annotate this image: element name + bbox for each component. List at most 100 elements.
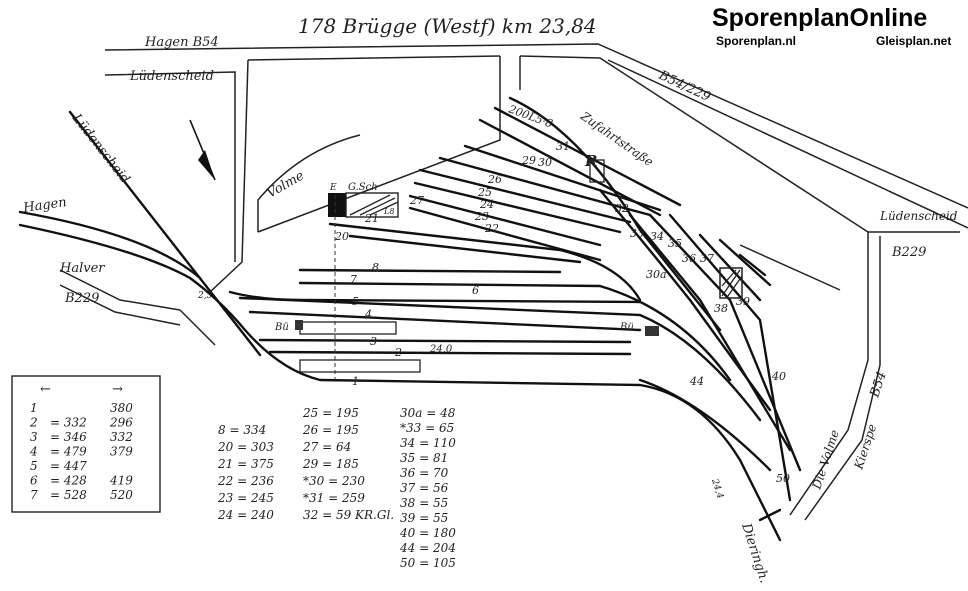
label-dieringh: Dieringh. bbox=[738, 521, 772, 585]
label-hagen-b54: Hagen B54 bbox=[144, 35, 219, 50]
track-number-22: 22 bbox=[484, 222, 499, 235]
length-entry-24: 24 = 240 bbox=[217, 508, 274, 522]
track-number-20: 20 bbox=[334, 230, 349, 243]
platform-bu bbox=[299, 321, 397, 335]
track-number-38: 38 bbox=[714, 302, 728, 315]
track-number-26: 26 bbox=[487, 173, 502, 186]
length-entry-30: *30 = 230 bbox=[303, 474, 365, 488]
track-number-30: 30 bbox=[538, 156, 552, 169]
track-number-2: 2 bbox=[394, 346, 402, 359]
table-track: 4 bbox=[29, 445, 38, 459]
length-entry-39: 39 = 55 bbox=[400, 511, 448, 525]
table-track: 1 bbox=[30, 401, 38, 415]
length-entry-35: 35 = 81 bbox=[400, 451, 448, 465]
track-number-21: 21 bbox=[364, 212, 379, 225]
table-track: 5 bbox=[30, 459, 38, 473]
length-entry-21: 21 = 375 bbox=[217, 457, 274, 471]
table-left-value: = 346 bbox=[50, 430, 87, 444]
length-entry-30a: 30a = 48 bbox=[400, 406, 456, 420]
track-number-3: 3 bbox=[370, 335, 377, 348]
table-track: 2 bbox=[29, 416, 38, 430]
length-entry-8: 8 = 334 bbox=[218, 423, 266, 437]
table-right-value: 419 bbox=[109, 474, 133, 488]
track-number-33: 33 bbox=[630, 227, 644, 240]
length-table-box bbox=[11, 375, 161, 513]
label-gsch: G.Sch bbox=[348, 182, 378, 193]
label-volme-right: Die Volme bbox=[809, 428, 842, 492]
length-entry-40: 40 = 180 bbox=[399, 526, 456, 540]
table-left-value: = 528 bbox=[50, 488, 87, 502]
table-header-right: → bbox=[112, 382, 123, 397]
length-entry-44: 44 = 204 bbox=[399, 541, 456, 555]
length-entry-29: 29 = 185 bbox=[302, 457, 359, 471]
table-left-value: = 447 bbox=[50, 459, 87, 473]
track-number-37: 37 bbox=[700, 252, 714, 265]
track-number-34: 34 bbox=[650, 230, 664, 243]
length-entry-20: 20 = 303 bbox=[217, 440, 274, 454]
length-entry-26: 26 = 195 bbox=[302, 423, 359, 437]
label-bu-left: Bü bbox=[274, 322, 289, 333]
brand-site-nl: Sporenplan.nl bbox=[716, 34, 796, 48]
label-ludenscheid-right: Lüdenscheid bbox=[879, 209, 958, 223]
tracks bbox=[18, 96, 802, 542]
label-km-left: 2,5 bbox=[197, 291, 213, 301]
label-ludenscheid-line: Lüdenscheid bbox=[68, 110, 132, 186]
plan-title: 178 Brügge (Westf) km 23,84 bbox=[298, 14, 597, 38]
track-number-39: 39 bbox=[736, 295, 750, 308]
label-lr: L8 bbox=[383, 207, 394, 216]
length-entry-22: 22 = 236 bbox=[217, 474, 274, 488]
length-lists: 8 = 334 20 = 303 21 = 375 22 = 236 23 = 245 2… bbox=[217, 406, 456, 570]
track-number-1: 1 bbox=[352, 375, 359, 388]
table-header-left: ← bbox=[40, 382, 51, 397]
track-number-50: 50 bbox=[776, 472, 790, 485]
label-halver: Halver bbox=[59, 261, 105, 276]
buildings bbox=[189, 119, 743, 380]
track-number-8: 8 bbox=[372, 261, 379, 274]
label-b229-left: B229 bbox=[64, 291, 99, 306]
length-entry-32: 32 = 59 KR.Gl. bbox=[303, 508, 394, 522]
label-ludenscheid-top: Lüdenscheid bbox=[129, 69, 214, 84]
length-entry-25: 25 = 195 bbox=[302, 406, 359, 420]
length-entry-34: 34 = 110 bbox=[400, 436, 456, 450]
length-entry-23: 23 = 245 bbox=[217, 491, 274, 505]
track-number-31: 31 bbox=[556, 140, 570, 153]
track-number-5: 5 bbox=[352, 295, 359, 308]
track-number-27: 27 bbox=[409, 194, 424, 207]
table-left-value: = 332 bbox=[50, 416, 87, 430]
length-entry-27: 27 = 64 bbox=[302, 440, 351, 454]
track-number-25: 25 bbox=[477, 186, 492, 199]
length-entry-38: 38 = 55 bbox=[400, 496, 448, 510]
track-number-4: 4 bbox=[364, 308, 372, 321]
length-entry-31: *31 = 259 bbox=[303, 491, 365, 505]
track-number-40: 40 bbox=[771, 370, 786, 383]
label-e: E bbox=[329, 183, 337, 193]
track-number-29: 29 bbox=[521, 154, 536, 167]
table-track: 6 bbox=[30, 474, 38, 488]
track-number-32: 32 bbox=[615, 202, 629, 215]
table-right-value: 379 bbox=[110, 445, 133, 459]
track-number-24: 24 bbox=[479, 198, 494, 211]
table-track: 3 bbox=[30, 430, 38, 444]
length-entry-50: 50 = 105 bbox=[400, 556, 456, 570]
label-kierspe: Kierspe bbox=[851, 422, 879, 472]
track-number-35: 35 bbox=[668, 237, 682, 250]
table-right-value: 296 bbox=[109, 416, 133, 430]
track-number-44: 44 bbox=[689, 375, 704, 388]
length-entry-37: 37 = 56 bbox=[400, 481, 449, 495]
label-r-sign: R bbox=[584, 152, 597, 170]
label-hagen-line: Hagen bbox=[21, 195, 67, 216]
track-number-7: 7 bbox=[350, 273, 357, 286]
track-number-23: 23 bbox=[474, 210, 489, 223]
goods-shed bbox=[345, 192, 399, 218]
length-entry-36: 36 = 70 bbox=[400, 466, 449, 480]
track-number-6: 6 bbox=[472, 284, 479, 297]
label-km-right: 24,0 bbox=[429, 344, 453, 355]
label-b229-right: B229 bbox=[891, 245, 926, 260]
track-number-30a: 30a bbox=[646, 268, 667, 281]
table-left-value: = 479 bbox=[50, 445, 87, 459]
table-right-value: 520 bbox=[110, 488, 133, 502]
small-shed bbox=[719, 267, 743, 299]
